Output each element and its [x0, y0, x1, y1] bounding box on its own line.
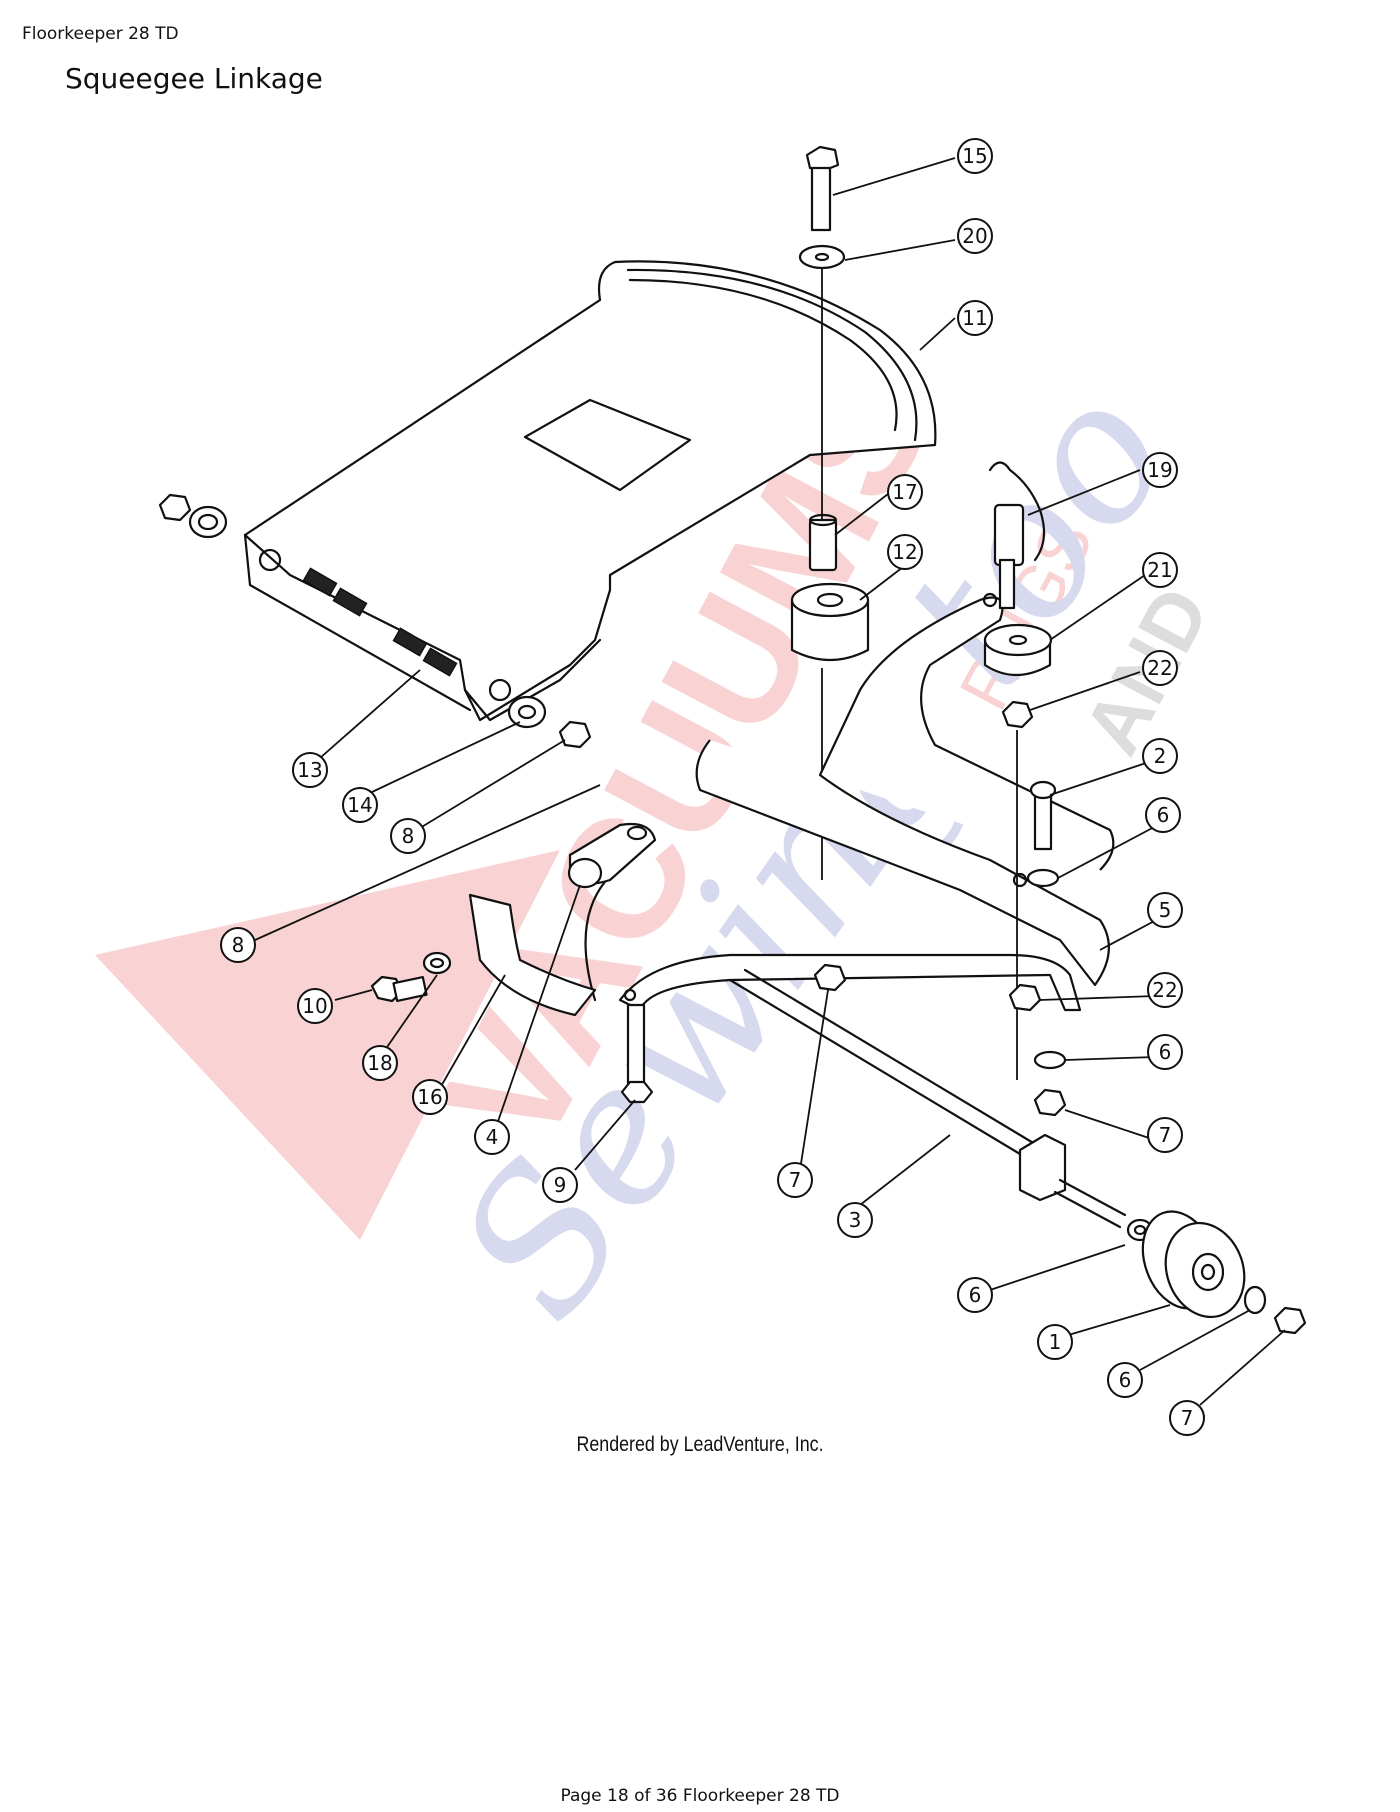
svg-text:8: 8 — [232, 933, 245, 957]
svg-text:16: 16 — [417, 1085, 442, 1109]
callout-10: 10 — [297, 988, 333, 1024]
svg-text:17: 17 — [892, 480, 917, 504]
svg-text:6: 6 — [1157, 803, 1170, 827]
callout-7-middle: 7 — [777, 1162, 813, 1198]
callout-8-lower: 8 — [220, 927, 256, 963]
svg-text:1: 1 — [1049, 1330, 1062, 1354]
page-footer: Page 18 of 36 Floorkeeper 28 TD — [560, 1786, 840, 1806]
middle-lower-hardware — [620, 963, 847, 1104]
svg-text:22: 22 — [1147, 656, 1172, 680]
callout-22-lower: 22 — [1147, 972, 1183, 1008]
svg-text:12: 12 — [892, 540, 917, 564]
callout-2: 2 — [1142, 738, 1178, 774]
callout-6-bottom: 6 — [1107, 1362, 1143, 1398]
center-stack — [790, 145, 870, 880]
svg-text:6: 6 — [969, 1283, 982, 1307]
callout-21: 21 — [1142, 552, 1178, 588]
page-title: Squeegee Linkage — [65, 62, 323, 95]
svg-text:7: 7 — [789, 1168, 802, 1192]
svg-text:4: 4 — [486, 1125, 499, 1149]
callout-14: 14 — [342, 787, 378, 823]
callout-6-lower: 6 — [957, 1277, 993, 1313]
callout-1: 1 — [1037, 1324, 1073, 1360]
callout-7-right: 7 — [1147, 1117, 1183, 1153]
left-hardware — [158, 493, 592, 749]
callout-6-upper: 6 — [1145, 797, 1181, 833]
svg-text:6: 6 — [1159, 1040, 1172, 1064]
callout-17: 17 — [887, 474, 923, 510]
right-hardware — [983, 461, 1067, 1117]
svg-text:10: 10 — [302, 994, 327, 1018]
svg-text:8: 8 — [402, 824, 415, 848]
callout-3: 3 — [837, 1202, 873, 1238]
svg-text:9: 9 — [554, 1173, 567, 1197]
callout-18: 18 — [362, 1045, 398, 1081]
callout-22-top: 22 — [1142, 650, 1178, 686]
axle-and-wheel — [1018, 1133, 1307, 1335]
svg-text:2: 2 — [1154, 744, 1167, 768]
svg-text:5: 5 — [1159, 898, 1172, 922]
watermark-red-swoosh — [95, 850, 560, 1240]
callouts: 15 20 11 17 12 19 21 22 2 6 5 22 6 7 13 … — [220, 138, 1205, 1436]
callout-12: 12 — [887, 534, 923, 570]
svg-text:7: 7 — [1159, 1123, 1172, 1147]
svg-text:13: 13 — [297, 758, 322, 782]
svg-text:11: 11 — [962, 306, 987, 330]
svg-text:6: 6 — [1119, 1368, 1132, 1392]
stud-part — [302, 567, 458, 677]
svg-text:18: 18 — [367, 1051, 392, 1075]
callout-19: 19 — [1142, 452, 1178, 488]
callout-11: 11 — [957, 300, 993, 336]
svg-text:15: 15 — [962, 144, 987, 168]
svg-text:22: 22 — [1152, 978, 1177, 1002]
callout-8-upper: 8 — [390, 818, 426, 854]
callout-5: 5 — [1147, 892, 1183, 928]
callout-7-bottom: 7 — [1169, 1400, 1205, 1436]
svg-text:3: 3 — [849, 1208, 862, 1232]
bracket-plate-part — [243, 260, 937, 722]
left-lower-hardware — [370, 822, 657, 1017]
callout-9: 9 — [542, 1167, 578, 1203]
callout-13: 13 — [292, 752, 328, 788]
callout-20: 20 — [957, 218, 993, 254]
svg-text:20: 20 — [962, 224, 987, 248]
callout-16: 16 — [412, 1079, 448, 1115]
document-header: Floorkeeper 28 TD — [22, 24, 179, 44]
leader-lines — [254, 157, 1286, 1406]
render-credit: Rendered by LeadVenture, Inc. — [576, 1433, 824, 1456]
svg-text:19: 19 — [1147, 458, 1172, 482]
callout-15: 15 — [957, 138, 993, 174]
svg-text:14: 14 — [347, 793, 372, 817]
callout-4: 4 — [474, 1119, 510, 1155]
lower-arm-part — [584, 592, 1115, 1162]
svg-text:21: 21 — [1147, 558, 1172, 582]
svg-text:7: 7 — [1181, 1406, 1194, 1430]
callout-6-middle: 6 — [1147, 1034, 1183, 1070]
